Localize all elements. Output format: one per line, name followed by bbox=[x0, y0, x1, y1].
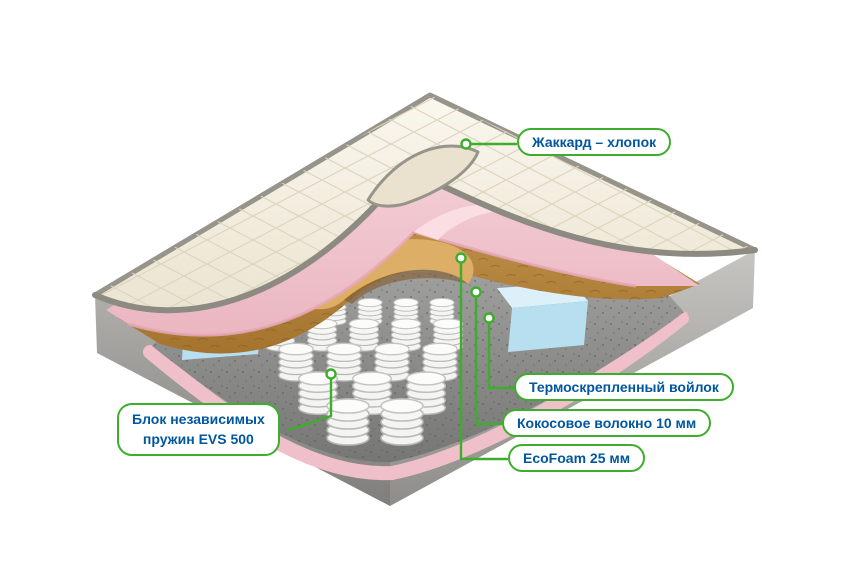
callout-felt: Термоскрепленный войлок bbox=[514, 373, 734, 401]
anchor-springs bbox=[325, 368, 337, 380]
callout-jacquard: Жаккард – хлопок bbox=[517, 128, 672, 156]
callout-springs: Блок независимых пружин EVS 500 bbox=[117, 403, 280, 456]
anchor-coconut bbox=[470, 286, 482, 298]
callout-springs-line1: Блок независимых bbox=[132, 411, 265, 427]
callout-ecofoam: EcoFoam 25 мм bbox=[508, 444, 646, 472]
quilt-layer bbox=[92, 92, 758, 314]
leader-lines bbox=[287, 138, 518, 461]
callout-springs-line2: пружин EVS 500 bbox=[142, 431, 254, 448]
anchor-ecofoam bbox=[455, 252, 467, 264]
anchor-jacquard bbox=[460, 138, 472, 150]
anchor-felt bbox=[483, 312, 495, 324]
callout-coconut: Кокосовое волокно 10 мм bbox=[502, 409, 712, 437]
